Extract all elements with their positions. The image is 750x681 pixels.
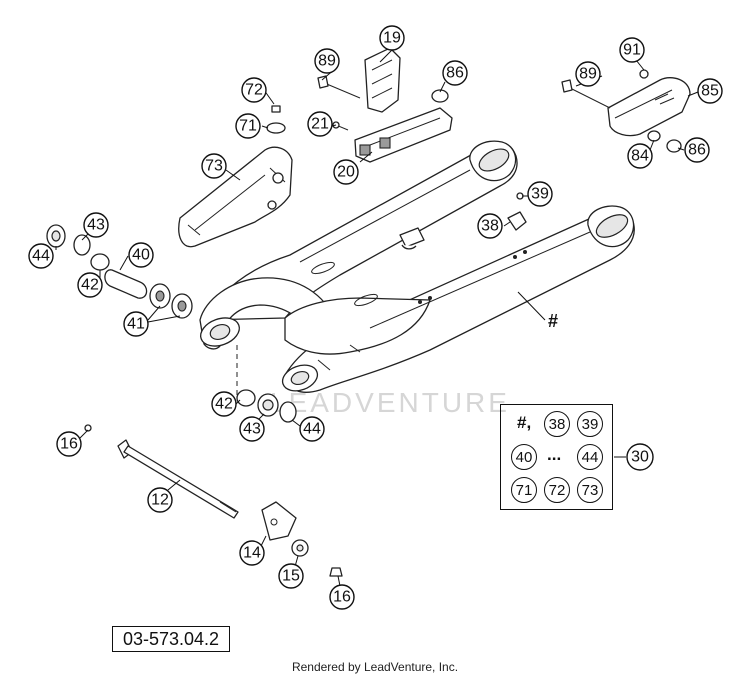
callout-91[interactable]: 91 (619, 37, 645, 63)
footer-credit: Rendered by LeadVenture, Inc. (291, 660, 459, 674)
svg-text:84: 84 (631, 148, 649, 165)
svg-text:91: 91 (623, 42, 641, 59)
callout-14[interactable]: 14 (239, 540, 265, 566)
svg-text:16: 16 (333, 589, 351, 606)
pivot-axle (84, 424, 239, 519)
callout-30[interactable]: 30 (626, 443, 654, 471)
callout-85[interactable]: 85 (697, 78, 723, 104)
svg-text:30: 30 (631, 449, 649, 466)
svg-text:20: 20 (337, 164, 355, 181)
svg-text:86: 86 (446, 65, 464, 82)
kit-item-71[interactable]: 71 (511, 477, 537, 503)
svg-text:14: 14 (243, 545, 261, 562)
callout-89-top[interactable]: 89 (314, 48, 340, 74)
callout-40[interactable]: 40 (128, 242, 154, 268)
callout-71[interactable]: 71 (235, 113, 261, 139)
callout-43-left[interactable]: 43 (83, 212, 109, 238)
callout-44-right[interactable]: 44 (299, 416, 325, 442)
kit-swingarm-mark: #, (517, 413, 532, 432)
callout-42-right[interactable]: 42 (211, 391, 237, 417)
kit-item-38[interactable]: 38 (544, 411, 570, 437)
svg-text:12: 12 (151, 492, 169, 509)
callout-43-right[interactable]: 43 (239, 416, 265, 442)
svg-text:71: 71 (239, 118, 257, 135)
svg-text:44: 44 (32, 248, 50, 265)
swingarm-mark: # (548, 311, 558, 331)
svg-text:19: 19 (383, 30, 401, 47)
kit-contents-box: #, 38 39 40 ... 44 71 72 73 (500, 404, 613, 510)
svg-text:42: 42 (81, 277, 99, 294)
callout-86-right[interactable]: 86 (684, 137, 710, 163)
callout-19[interactable]: 19 (379, 25, 405, 51)
pivot-bearings-left (46, 224, 193, 319)
callout-16-bottom[interactable]: 16 (329, 584, 355, 610)
svg-text:16: 16 (60, 436, 78, 453)
callout-73[interactable]: 73 (201, 153, 227, 179)
svg-text:89: 89 (579, 66, 597, 83)
svg-text:38: 38 (481, 218, 499, 235)
kit-item-72[interactable]: 72 (544, 477, 570, 503)
svg-text:39: 39 (531, 186, 549, 203)
callout-89-right[interactable]: 89 (575, 61, 601, 87)
chain-slider (178, 105, 293, 248)
callout-12[interactable]: 12 (147, 487, 173, 513)
svg-text:15: 15 (282, 568, 300, 585)
kit-ellipsis: ... (547, 445, 562, 464)
chain-guide-rear (561, 69, 691, 153)
svg-text:89: 89 (318, 53, 336, 70)
svg-text:85: 85 (701, 83, 719, 100)
diagram-reference-number: 03-573.04.2 (112, 626, 230, 652)
chain-guide (317, 47, 453, 163)
callout-15[interactable]: 15 (278, 563, 304, 589)
callout-21[interactable]: 21 (307, 111, 333, 137)
callout-86-top[interactable]: 86 (442, 60, 468, 86)
svg-text:44: 44 (303, 421, 321, 438)
callout-16-top[interactable]: 16 (56, 431, 82, 457)
svg-text:86: 86 (688, 142, 706, 159)
svg-text:41: 41 (127, 316, 145, 333)
svg-text:43: 43 (87, 217, 105, 234)
svg-text:42: 42 (215, 396, 233, 413)
callout-38[interactable]: 38 (477, 213, 503, 239)
svg-text:21: 21 (311, 116, 329, 133)
callout-84[interactable]: 84 (627, 143, 653, 169)
callout-20[interactable]: 20 (333, 159, 359, 185)
kit-item-39[interactable]: 39 (577, 411, 603, 437)
callout-42-left[interactable]: 42 (77, 272, 103, 298)
callout-39[interactable]: 39 (527, 181, 553, 207)
kit-item-73[interactable]: 73 (577, 477, 603, 503)
kit-item-44[interactable]: 44 (577, 444, 603, 470)
svg-text:40: 40 (132, 247, 150, 264)
svg-text:73: 73 (205, 158, 223, 175)
pivot-bearings-right (236, 389, 297, 423)
callout-44-left[interactable]: 44 (28, 243, 54, 269)
clip-parts (507, 192, 527, 231)
callout-41[interactable]: 41 (123, 311, 149, 337)
kit-item-40[interactable]: 40 (511, 444, 537, 470)
svg-text:72: 72 (245, 82, 263, 99)
callout-72[interactable]: 72 (241, 77, 267, 103)
hardware-bottom (261, 501, 343, 577)
swingarm (199, 140, 635, 393)
svg-text:43: 43 (243, 421, 261, 438)
